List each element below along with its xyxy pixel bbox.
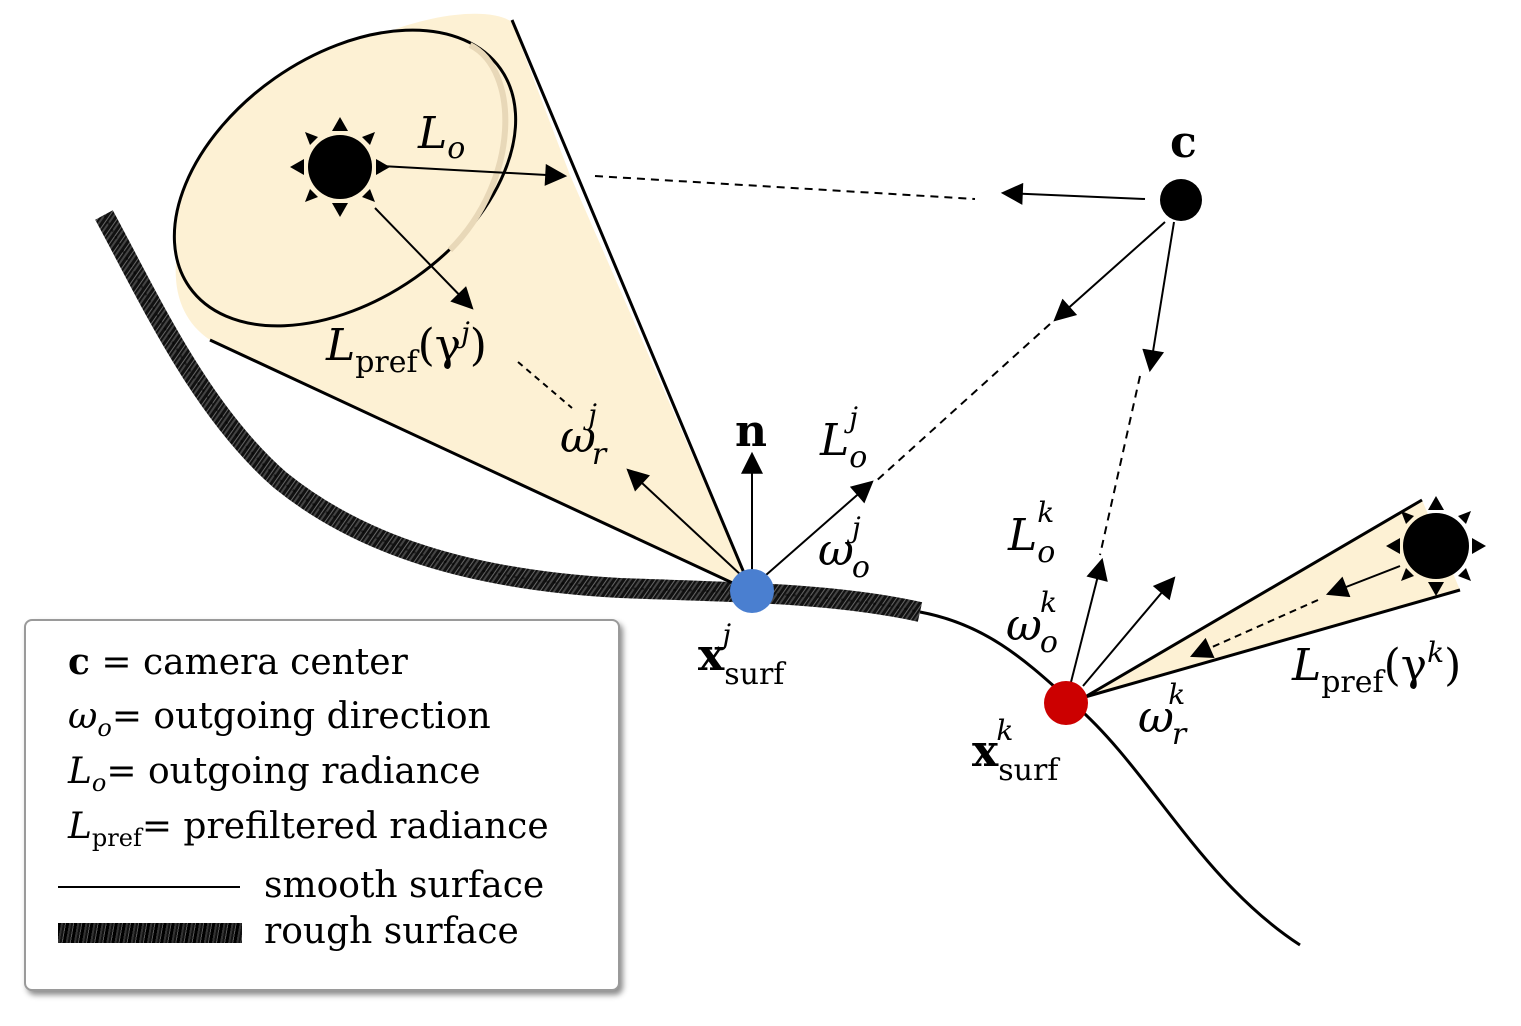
cone-k-edge-top xyxy=(1084,498,1423,699)
cone-j-edge-left xyxy=(209,338,753,594)
legend-Lpref: Lpref= prefiltered radiance xyxy=(68,806,549,852)
legend-camera: c = camera center xyxy=(68,641,408,683)
surface-point-j xyxy=(730,569,774,613)
dashed-camera-j xyxy=(874,323,1051,483)
legend-omega-symbol: ω xyxy=(68,696,98,737)
x-surf-j-label: xsurfj xyxy=(698,618,786,692)
cone-k-edge-bottom xyxy=(1084,588,1461,699)
legend-smooth-text: smooth surface xyxy=(264,865,545,906)
arrow-camera-j xyxy=(1053,221,1166,322)
omega-o-j-arrow xyxy=(765,480,874,576)
legend-rough-swatch xyxy=(58,923,242,943)
legend-camera-text: = camera center xyxy=(89,642,408,683)
cone-k xyxy=(1085,500,1460,697)
arrow-small-sun xyxy=(1325,565,1401,598)
cone-j-edge-right xyxy=(510,19,754,593)
arrow-sun-L-o xyxy=(379,163,568,186)
omega-r-j-label: ωrj xyxy=(560,398,608,472)
sun-icon xyxy=(290,117,390,217)
omega-o-k-arrow xyxy=(1082,576,1176,687)
legend-rough-text: rough surface xyxy=(264,911,519,952)
omega-r-k-label: ωrk xyxy=(1138,678,1188,752)
arrow-camera-left xyxy=(1000,182,1146,205)
legend: c = camera center ωo= outgoing direction… xyxy=(24,619,620,991)
legend-L-symbol: L xyxy=(68,751,92,792)
omega-o-k-label: ωok xyxy=(1006,586,1058,660)
omega-o-j-label: ωoj xyxy=(818,511,870,585)
L-pref-j-label: Lpref(γj) xyxy=(325,316,487,380)
dashed-lpref-omega xyxy=(517,361,573,409)
x-surf-k-label: xsurfk xyxy=(972,714,1060,788)
camera-label: c xyxy=(1170,117,1197,168)
L-pref-k-label: Lpref(γk) xyxy=(1291,636,1461,700)
normal-label: n xyxy=(735,406,767,457)
legend-L-sub: o xyxy=(91,769,107,798)
cone-j-inner-shade xyxy=(447,42,509,253)
legend-Lpref-text: = prefiltered radiance xyxy=(141,806,549,847)
arrow-sun-L-pref xyxy=(374,207,474,310)
legend-smooth-swatch xyxy=(58,886,240,888)
L-o-cone-label: Lo xyxy=(417,108,465,166)
dashed-camera-k xyxy=(1099,375,1141,556)
arrow-camera-k xyxy=(1142,221,1175,373)
legend-Lpref-symbol: L xyxy=(68,806,92,847)
legend-Lpref-sub: pref xyxy=(91,824,142,853)
legend-L-text: = outgoing radiance xyxy=(106,751,481,792)
camera-center xyxy=(1160,179,1202,221)
legend-L: Lo= outgoing radiance xyxy=(68,751,481,797)
dashed-cone-camera xyxy=(594,175,976,200)
legend-omega-sub: o xyxy=(97,714,112,743)
L-o-k-arrow xyxy=(1069,557,1108,687)
L-o-k-label: Lok xyxy=(1007,496,1055,570)
omega-r-j-arrow xyxy=(626,468,743,577)
legend-camera-symbol: c xyxy=(68,641,90,683)
legend-omega: ωo= outgoing direction xyxy=(68,696,491,742)
L-o-j-label: Loj xyxy=(819,401,867,475)
dashed-small-cone xyxy=(1189,599,1319,659)
smooth-surface xyxy=(919,610,1301,947)
sun-icon xyxy=(1386,496,1486,596)
surface-point-k xyxy=(1044,681,1088,725)
legend-omega-text: = outgoing direction xyxy=(111,696,491,737)
